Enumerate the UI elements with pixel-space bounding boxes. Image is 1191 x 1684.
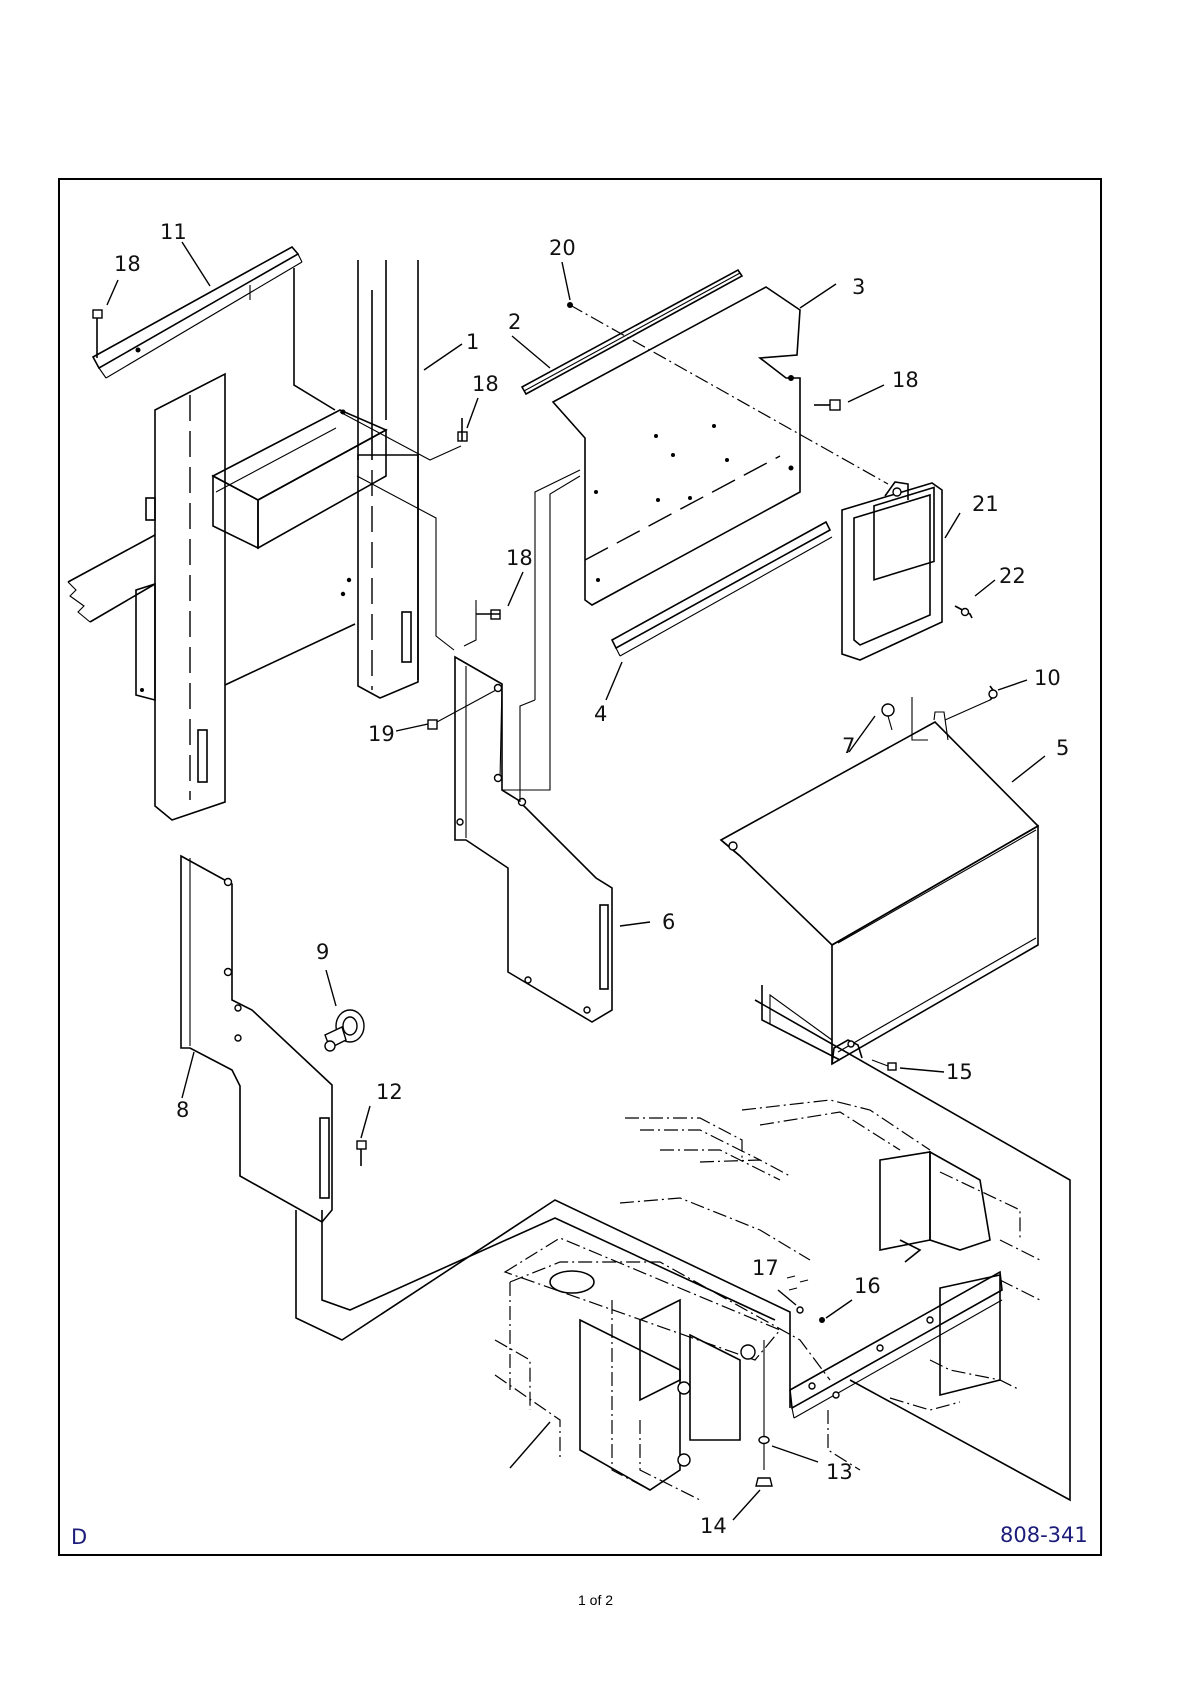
callout-14: 14 xyxy=(700,1516,727,1537)
callout-18: 18 xyxy=(892,370,919,391)
nut-19 xyxy=(428,690,496,729)
leader-lines xyxy=(107,242,1045,1520)
callout-2: 2 xyxy=(508,312,521,333)
latch-10 xyxy=(945,686,997,720)
seal-strip-4 xyxy=(612,522,832,656)
callout-20: 20 xyxy=(549,238,576,259)
callout-4: 4 xyxy=(594,704,607,725)
callout-18: 18 xyxy=(472,374,499,395)
callout-15: 15 xyxy=(946,1062,973,1083)
screw-7 xyxy=(882,697,928,740)
callout-8: 8 xyxy=(176,1100,189,1121)
screw-18-a xyxy=(93,310,102,358)
page-number: 1 of 2 xyxy=(0,1592,1191,1608)
drawing-corner-code: D xyxy=(71,1527,87,1548)
callout-9: 9 xyxy=(316,942,329,963)
callout-3: 3 xyxy=(852,277,865,298)
callout-17: 17 xyxy=(752,1258,779,1279)
callout-12: 12 xyxy=(376,1082,403,1103)
screw-20 xyxy=(567,302,888,484)
screw-18-d xyxy=(464,600,500,646)
frame-1 xyxy=(68,260,461,820)
callout-11: 11 xyxy=(160,222,187,243)
hinged-cover-5 xyxy=(721,712,1038,1064)
clip-22 xyxy=(955,606,972,618)
seal-strip-2 xyxy=(522,270,742,394)
screw-18-b xyxy=(458,418,467,441)
callout-21: 21 xyxy=(972,494,999,515)
callout-10: 10 xyxy=(1034,668,1061,689)
callout-1: 1 xyxy=(466,332,479,353)
callout-22: 22 xyxy=(999,566,1026,587)
side-bracket-6 xyxy=(455,470,612,1022)
callout-13: 13 xyxy=(826,1462,853,1483)
callout-6: 6 xyxy=(662,912,675,933)
control-box-21 xyxy=(842,482,942,660)
drawing-number: 808-341 xyxy=(1000,1525,1088,1546)
callout-18: 18 xyxy=(114,254,141,275)
callout-18: 18 xyxy=(506,548,533,569)
screw-12 xyxy=(357,1141,366,1166)
callout-7: 7 xyxy=(842,736,855,757)
callout-16: 16 xyxy=(854,1276,881,1297)
callout-5: 5 xyxy=(1056,738,1069,759)
screw-18-c xyxy=(814,400,840,410)
callout-19: 19 xyxy=(368,724,395,745)
side-panel-8 xyxy=(181,856,332,1222)
lock-9 xyxy=(325,1010,364,1051)
